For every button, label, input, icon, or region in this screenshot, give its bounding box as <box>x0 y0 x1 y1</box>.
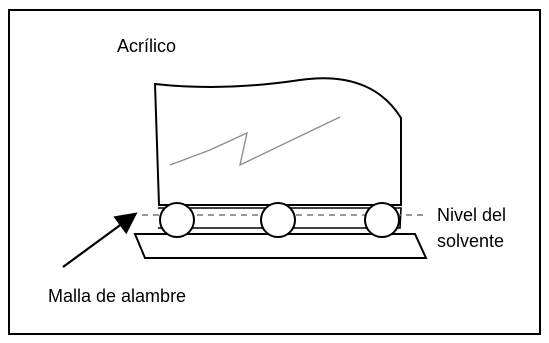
solvent-level-label: Nivel del <box>437 205 507 225</box>
solvent-level-label-line2: solvente <box>437 231 505 251</box>
acrylic-block <box>153 77 402 206</box>
wire-mesh-label: Malla de alambre <box>48 286 187 306</box>
acrylic-label: Acrílico <box>117 36 177 56</box>
base-support <box>133 233 428 259</box>
roller-left <box>159 202 195 238</box>
roller-center <box>260 202 296 238</box>
roller-right <box>364 202 400 238</box>
mesh-pointer-arrow <box>62 212 138 268</box>
acrylic-crack-mark <box>169 116 341 167</box>
